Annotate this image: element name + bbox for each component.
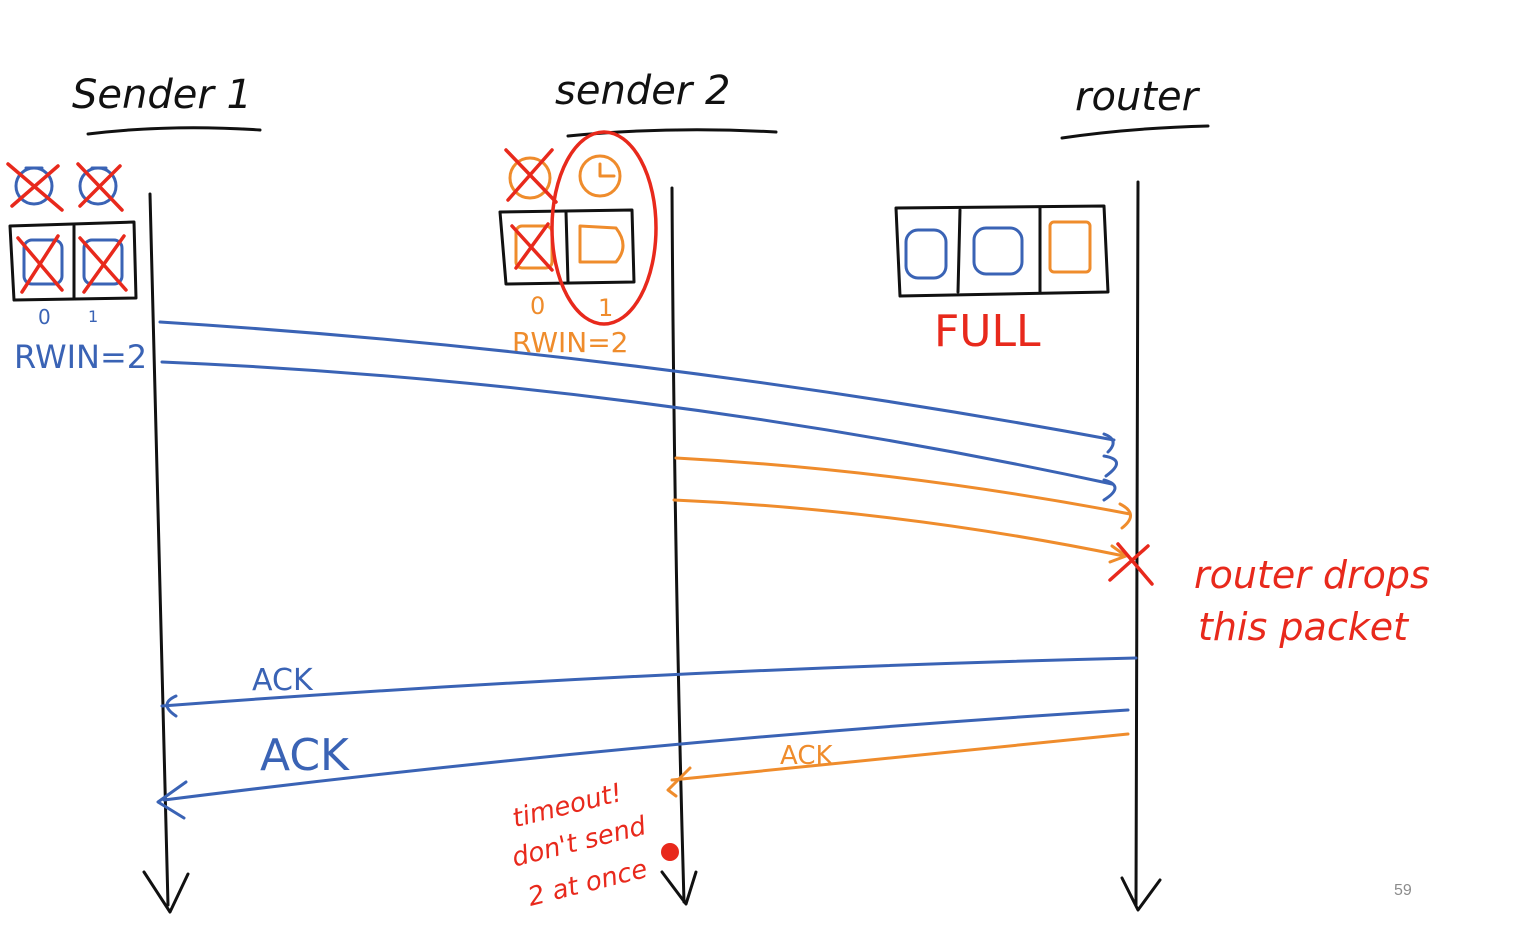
cross-icon bbox=[76, 162, 124, 212]
packet-s2-0 bbox=[674, 456, 1132, 516]
ack-label-2: ACK bbox=[260, 730, 350, 781]
ack-to-s1-0-arrowhead bbox=[165, 694, 178, 718]
router-title-underline bbox=[1060, 124, 1210, 140]
slide-number: 59 bbox=[1394, 882, 1412, 899]
timer-icon bbox=[508, 156, 552, 200]
sender2-slot-index-0: 0 bbox=[530, 292, 545, 320]
sender1-rwin: RWIN=2 bbox=[14, 338, 147, 376]
ack-to-s2 bbox=[670, 732, 1130, 782]
sender2-timeline-arrowhead bbox=[660, 870, 698, 906]
buffer-slot-1 bbox=[82, 238, 124, 286]
sender1-slot-index-1: 1 bbox=[88, 307, 98, 326]
buffer-slot-1 bbox=[578, 224, 625, 264]
sender1-timer-1 bbox=[76, 162, 124, 212]
sender1-timeline bbox=[148, 192, 170, 907]
timer-icon bbox=[578, 154, 622, 198]
sender1-timer-0 bbox=[6, 162, 64, 212]
sender2-slot-index-1: 1 bbox=[598, 294, 613, 322]
cross-icon bbox=[6, 162, 64, 212]
router-queue bbox=[894, 204, 1110, 298]
drop-annotation-line2: this packet bbox=[1198, 605, 1410, 649]
buffer-slot-0 bbox=[22, 238, 64, 286]
drop-annotation-line1: router drops bbox=[1194, 553, 1430, 597]
sender2-title: sender 2 bbox=[555, 68, 730, 114]
sender1-buffer bbox=[8, 220, 138, 302]
router-title: router bbox=[1075, 74, 1201, 120]
cross-icon bbox=[16, 234, 64, 294]
queue-slot-0 bbox=[904, 228, 948, 280]
router-timeline bbox=[1134, 180, 1140, 907]
router-timeline-arrowhead bbox=[1120, 876, 1162, 912]
sender2-slot-1-highlight-circle bbox=[550, 130, 658, 326]
packet-s2-1 bbox=[672, 498, 1126, 558]
ack-to-s1-1-arrowhead bbox=[156, 780, 188, 820]
ack-to-s1-1 bbox=[162, 708, 1130, 802]
sender1-timeline-arrowhead bbox=[142, 870, 190, 914]
cross-icon bbox=[78, 234, 128, 294]
ack-to-s1-0 bbox=[160, 656, 1138, 708]
packet-s1-1-arrowhead bbox=[1102, 454, 1118, 502]
packet-s1-0 bbox=[158, 320, 1116, 442]
sender1-title-underline bbox=[86, 126, 262, 136]
packet-s1-0-arrowhead bbox=[1102, 432, 1115, 454]
packet-s1-1 bbox=[160, 360, 1114, 486]
sender2-timer-1 bbox=[578, 154, 622, 198]
sender2-buffer bbox=[498, 208, 636, 286]
packet-drop-cross-icon bbox=[1108, 542, 1154, 586]
cross-icon bbox=[504, 148, 558, 204]
ack-to-s2-arrowhead bbox=[666, 766, 692, 798]
sender1-slot-index-0: 0 bbox=[38, 305, 51, 329]
timeout-marker bbox=[661, 843, 679, 861]
sender2-timeline bbox=[670, 186, 686, 904]
sender1-title: Sender 1 bbox=[72, 72, 252, 118]
packet-s2-0-arrowhead bbox=[1118, 502, 1132, 530]
router-queue-state: FULL bbox=[934, 306, 1041, 357]
timeout-annotation: timeout! don't send 2 at once bbox=[509, 778, 650, 913]
sender2-timer-0 bbox=[504, 148, 558, 204]
ack-label-3: ACK bbox=[780, 741, 833, 771]
ack-label-1: ACK bbox=[252, 663, 314, 698]
cross-icon bbox=[510, 222, 554, 272]
queue-slot-1 bbox=[972, 226, 1024, 276]
queue-slot-2 bbox=[1048, 220, 1092, 274]
